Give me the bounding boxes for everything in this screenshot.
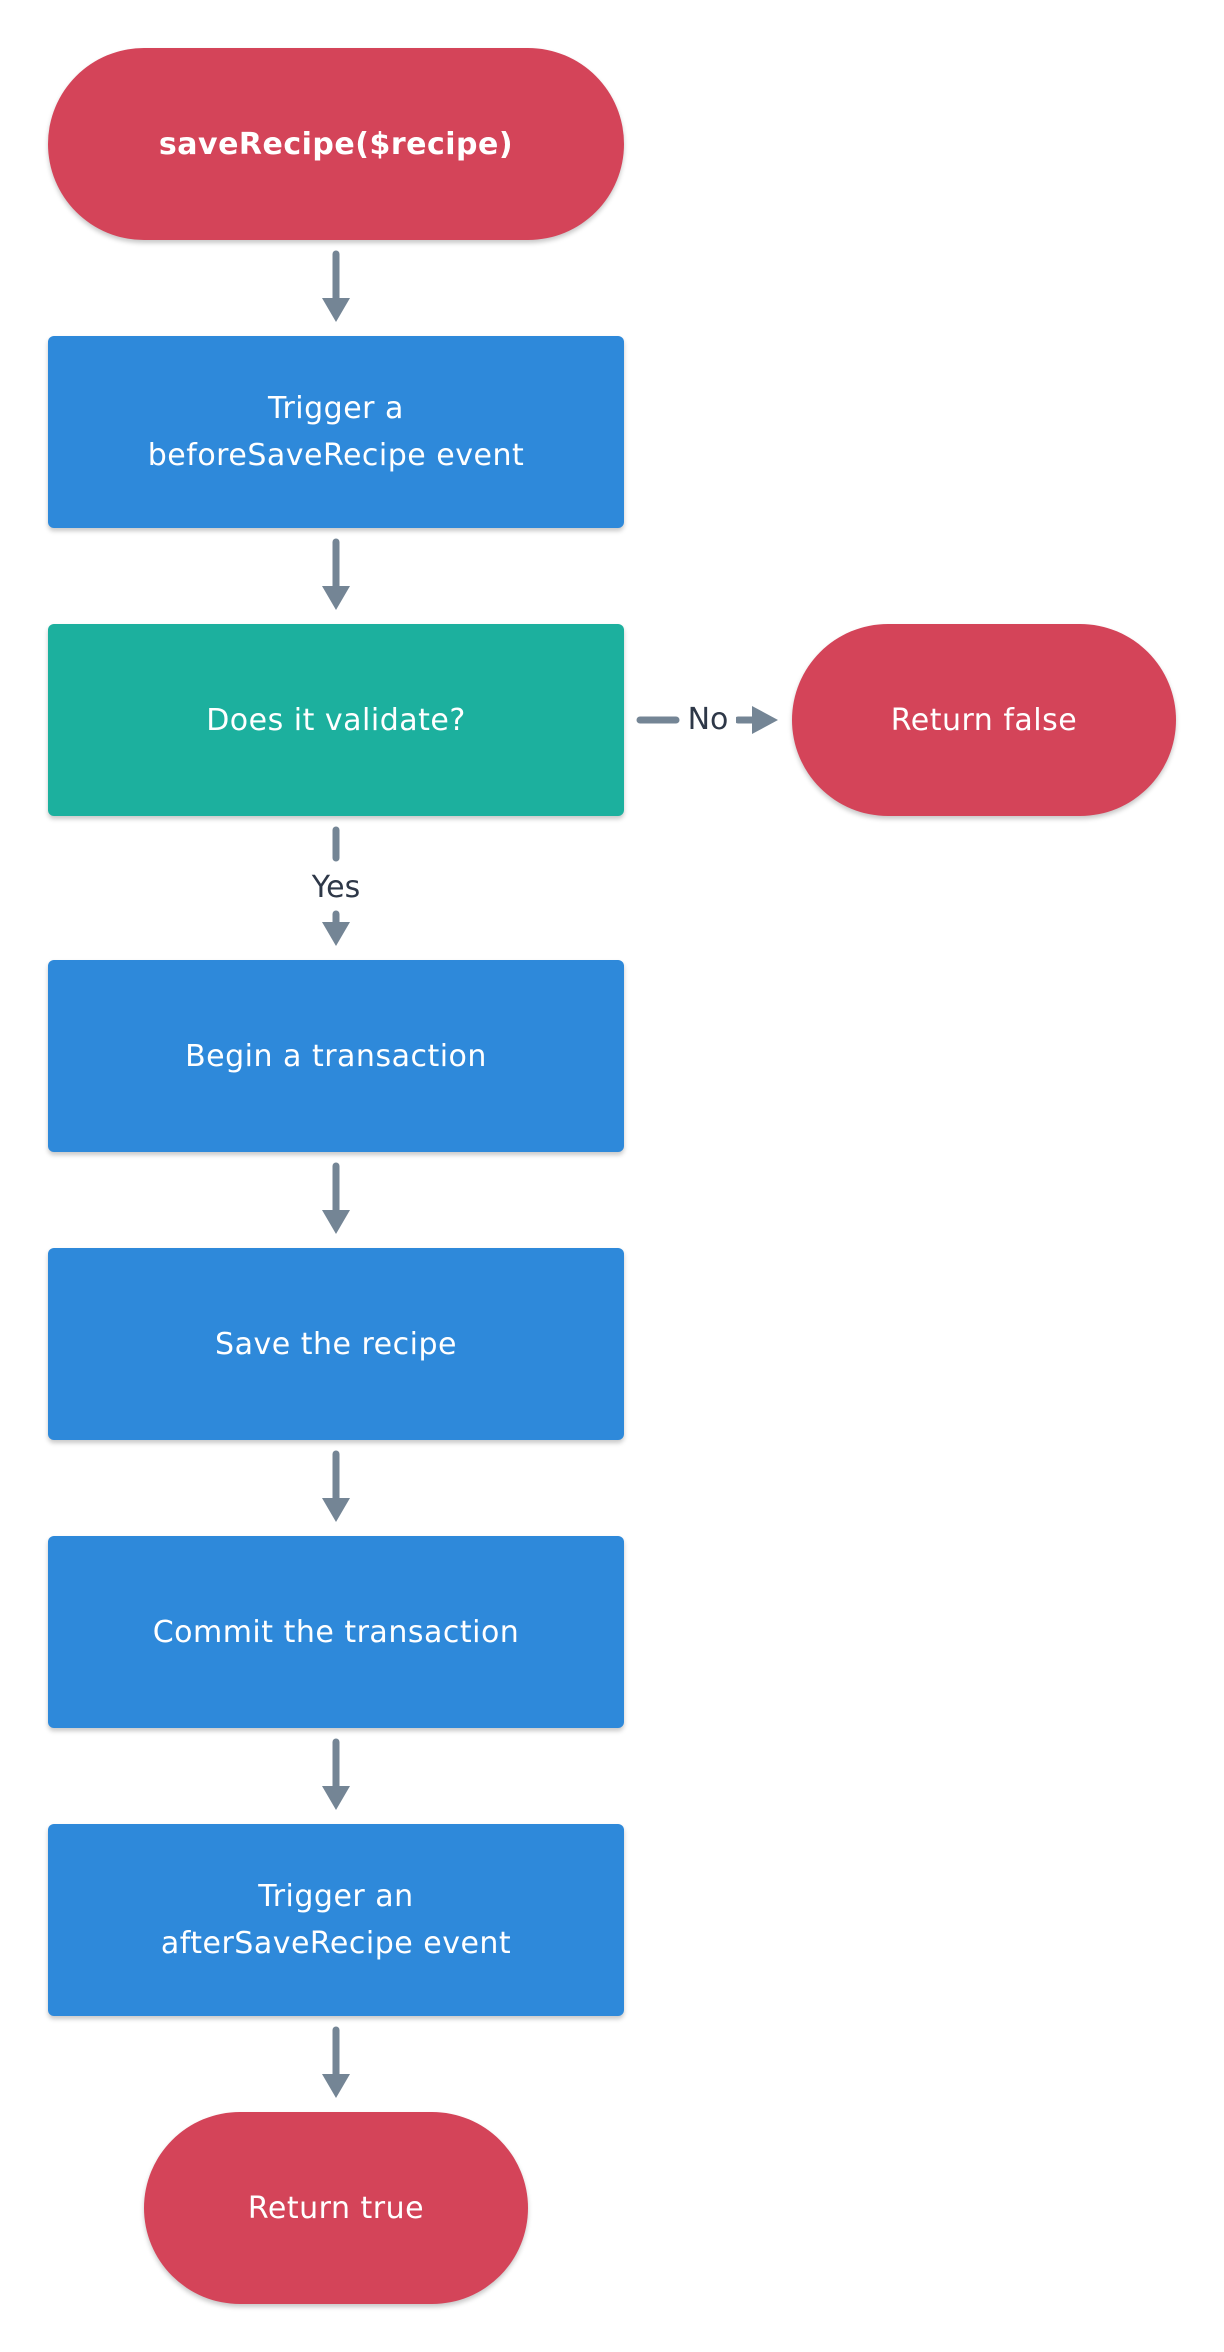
arrow-begin-to-save	[322, 1162, 350, 1234]
start-node-label: saveRecipe($recipe)	[158, 126, 514, 162]
return-false-node: Return false	[792, 624, 1176, 816]
before-save-node-label: Trigger a beforeSaveRecipe event	[147, 391, 525, 473]
arrow-start-to-before-save	[322, 250, 350, 322]
return-false-label: Return false	[890, 702, 1078, 738]
edge-label-yes: Yes	[296, 870, 376, 906]
return-true-label: Return true	[247, 2190, 425, 2226]
validate-decision-node: Does it validate?	[48, 624, 624, 816]
commit-transaction-label: Commit the transaction	[152, 1614, 520, 1650]
validate-decision-label: Does it validate?	[206, 702, 466, 738]
after-save-node: Trigger an afterSaveRecipe event	[48, 1824, 624, 2016]
begin-transaction-label: Begin a transaction	[185, 1038, 487, 1074]
before-save-node: Trigger a beforeSaveRecipe event	[48, 336, 624, 528]
arrow-save-to-commit	[322, 1450, 350, 1522]
save-recipe-node: Save the recipe	[48, 1248, 624, 1440]
arrow-commit-to-after-save	[322, 1738, 350, 1810]
arrow-after-save-to-return-true	[322, 2026, 350, 2098]
start-node: saveRecipe($recipe)	[48, 48, 624, 240]
arrow-validate-to-begin-transaction	[322, 826, 350, 946]
save-recipe-label: Save the recipe	[215, 1326, 457, 1362]
arrow-validate-to-return-false	[636, 706, 778, 734]
begin-transaction-node: Begin a transaction	[48, 960, 624, 1152]
commit-transaction-node: Commit the transaction	[48, 1536, 624, 1728]
after-save-node-label: Trigger an afterSaveRecipe event	[160, 1879, 512, 1961]
arrow-before-save-to-validate	[322, 538, 350, 610]
return-true-node: Return true	[144, 2112, 528, 2304]
edge-label-no: No	[680, 702, 736, 738]
